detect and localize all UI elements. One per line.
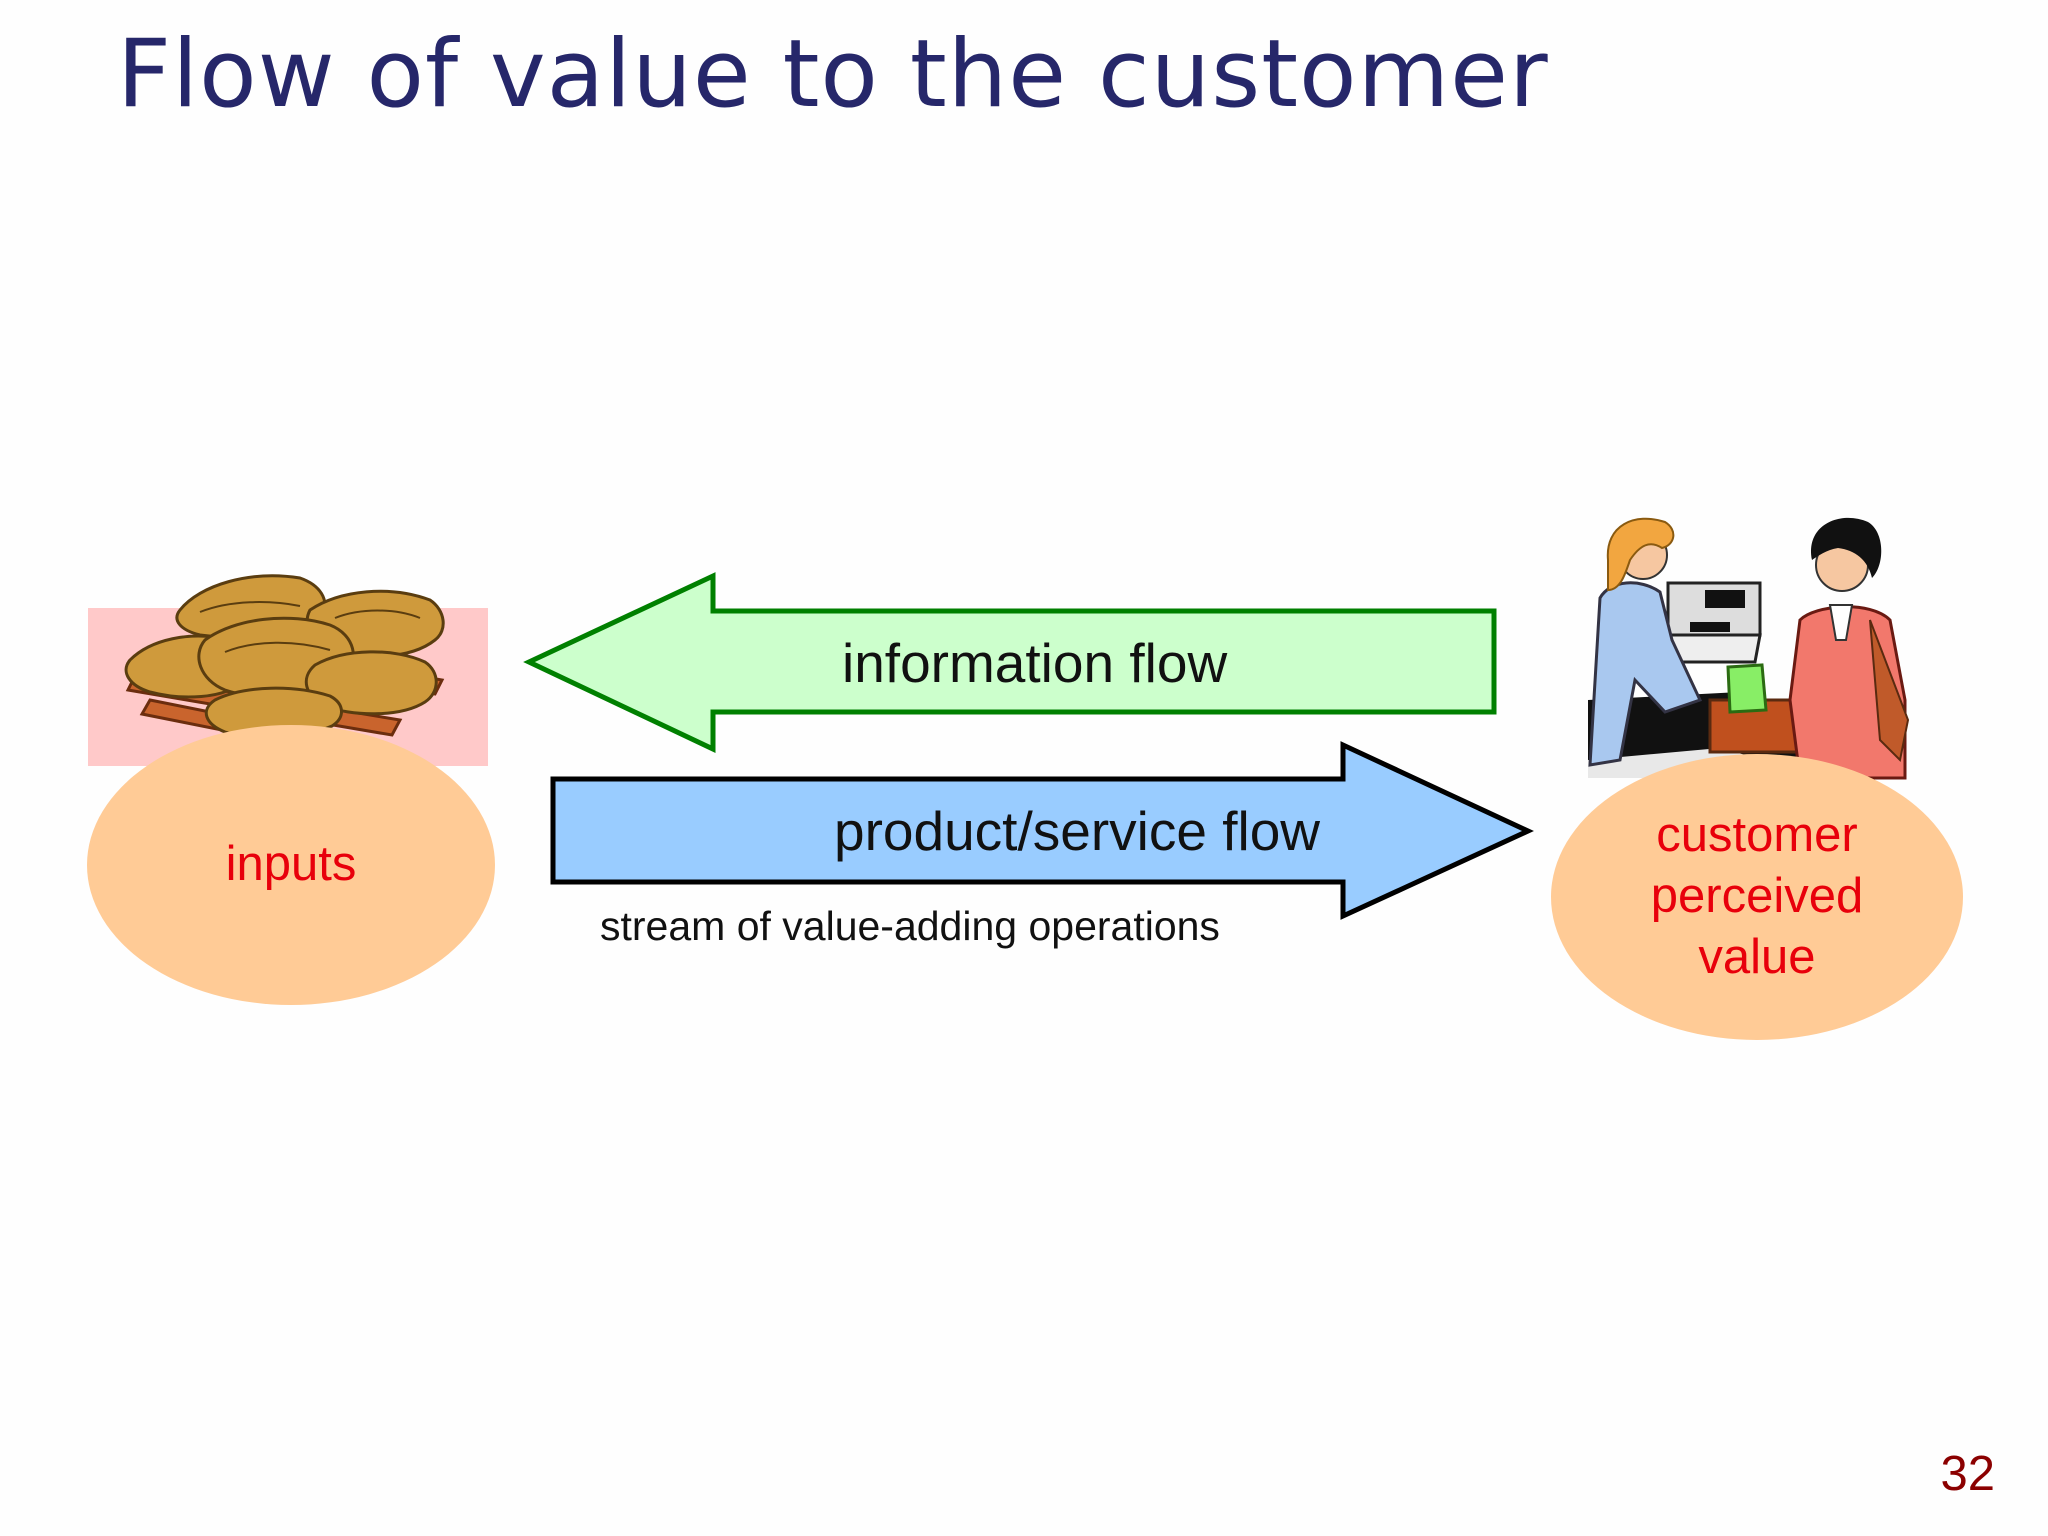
information-flow-arrow — [523, 572, 1497, 753]
page-number: 32 — [1940, 1447, 1995, 1501]
sacks-on-pallet-icon — [88, 574, 488, 766]
customer-ellipse — [1551, 754, 1963, 1040]
stream-note: stream of value-adding operations — [600, 903, 1220, 949]
customer-value-line-2: perceived — [1650, 869, 1864, 923]
customer-value-line-1: customer — [1656, 808, 1858, 862]
slide-title: Flow of value to the customer — [117, 20, 1549, 129]
information-flow-label: information flow — [842, 632, 1228, 694]
product-flow-label: product/service flow — [834, 800, 1321, 862]
product-flow-arrow — [550, 741, 1534, 920]
inputs-label: inputs — [225, 837, 357, 891]
customer-value-line-3: value — [1698, 930, 1816, 984]
checkout-counter-clipart — [1588, 517, 1910, 780]
inputs-ellipse — [87, 725, 495, 1005]
customer-value-label: customer perceived value — [1607, 805, 1907, 988]
